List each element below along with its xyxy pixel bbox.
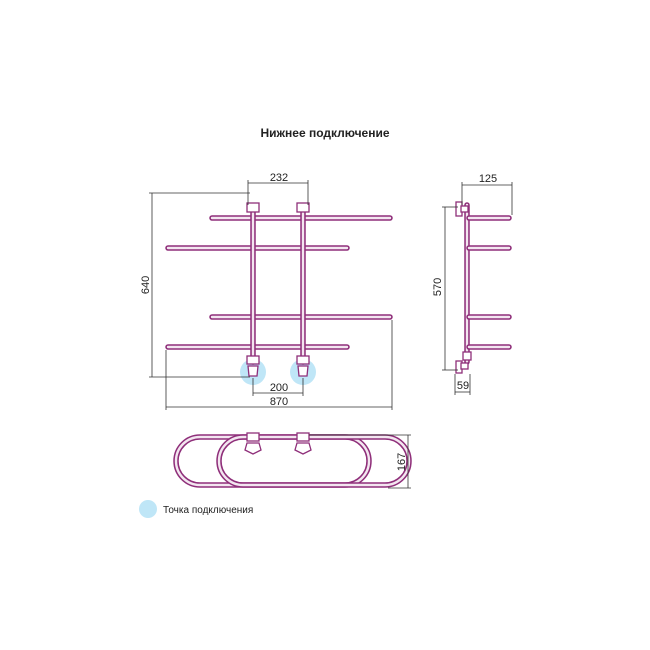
top-fitting-left [246, 202, 260, 213]
top-fitting-right [296, 202, 310, 213]
plan-loop-back [173, 434, 372, 488]
dim-side-depth: 125 [479, 173, 497, 185]
bottom-fitting-right [296, 355, 310, 365]
bottom-fitting-left [246, 355, 260, 365]
front-dimensions [149, 180, 393, 410]
legend-label: Точка подключения [163, 505, 254, 516]
diagram-title: Нижнее подключение [260, 126, 390, 140]
front-view [165, 202, 393, 377]
dim-plan-depth: 167 [396, 453, 408, 471]
dim-top-spacing: 232 [270, 172, 288, 184]
valve-left [247, 365, 259, 377]
dim-side-height: 570 [432, 278, 444, 296]
plan-fitting-left [246, 432, 260, 442]
side-dimensions [442, 182, 513, 395]
plan-fitting-right [296, 432, 310, 442]
dim-total-width: 870 [270, 396, 288, 408]
valve-right [297, 365, 309, 377]
dim-total-height: 640 [140, 276, 152, 294]
plan-view [173, 432, 412, 488]
side-view [455, 201, 512, 374]
dim-connection-spacing: 200 [270, 382, 288, 394]
legend-marker [139, 500, 157, 518]
dim-side-offset: 59 [457, 380, 469, 392]
plan-dimensions [309, 434, 411, 489]
